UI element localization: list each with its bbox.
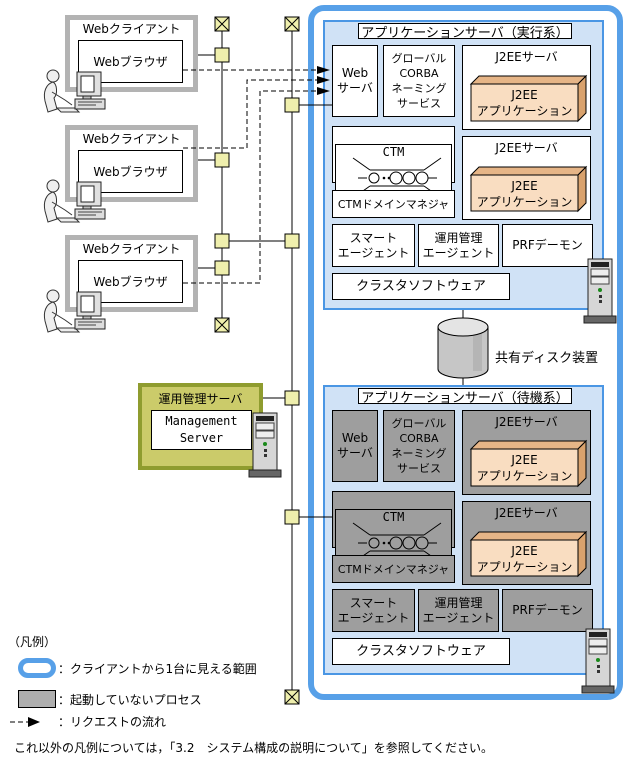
ctm-box: CTM — [332, 491, 455, 561]
j2ee-application-label: J2EE アプリケーション — [476, 452, 573, 483]
corba-naming-service-box: グローバル CORBA ネーミング サービス — [383, 410, 455, 482]
ctm-cluster-icon — [352, 522, 442, 561]
legend-item-boundary: ：クライアントから1台に見える範囲 — [58, 662, 257, 676]
legend-item-request-flow: ：リクエストの流れ — [58, 715, 167, 729]
panel-title: アプリケーションサーバ（実行系） — [358, 23, 572, 41]
management-server-box: 運用管理サーバ Management Server — [138, 383, 263, 470]
management-server-product-box: Management Server — [151, 410, 252, 450]
cluster-software-box: クラスタソフトウェア — [332, 638, 510, 665]
footnote-text: これ以外の凡例については，「3.2 システム構成の説明について」を参照してくださ… — [14, 741, 494, 755]
j2ee-server-title: J2EEサーバ — [495, 141, 558, 155]
web-client-title: Webクライアント — [82, 242, 181, 256]
j2ee-server-title: J2EEサーバ — [495, 506, 558, 520]
shared-disk-label: 共有ディスク装置 — [495, 351, 599, 366]
j2ee-application-label: J2EE アプリケーション — [476, 87, 573, 118]
j2ee-app-3d-box — [469, 74, 588, 123]
web-client-box-2: Webクライアント Webブラウザ — [65, 125, 198, 202]
ctm-cluster-icon — [352, 157, 442, 196]
ctm-label: CTM — [382, 145, 405, 159]
legend-inactive-sample — [18, 690, 56, 708]
j2ee-app-3d-box — [469, 530, 588, 578]
j2ee-server-box-2: J2EEサーバ J2EE アプリケーション — [462, 136, 591, 220]
ctm-inner-frame: CTM — [335, 509, 452, 561]
operation-agent-box: 運用管理 エージェント — [418, 224, 499, 267]
j2ee-app-3d-box — [469, 165, 588, 213]
prf-daemon-box: PRFデーモン — [502, 224, 593, 267]
smart-agent-box: スマート エージェント — [332, 224, 415, 267]
web-browser-box: Webブラウザ — [78, 150, 183, 193]
ctm-domain-manager-box: CTMドメインマネジャ — [332, 555, 455, 583]
app-server-standby-panel: アプリケーションサーバ（待機系） Web サーバ グローバル CORBA ネーミ… — [323, 385, 604, 675]
management-server-title: 運用管理サーバ — [158, 392, 243, 406]
j2ee-server-title: J2EEサーバ — [495, 415, 558, 429]
j2ee-application-label: J2EE アプリケーション — [476, 543, 573, 574]
web-client-box-1: Webクライアント Webブラウザ — [65, 15, 198, 92]
legend-title: （凡例） — [8, 635, 57, 649]
ctm-label: CTM — [382, 510, 405, 524]
j2ee-application-label: J2EE アプリケーション — [476, 178, 573, 209]
j2ee-server-title: J2EEサーバ — [495, 50, 558, 64]
single-system-boundary — [308, 5, 623, 700]
cluster-software-box: クラスタソフトウェア — [332, 273, 510, 300]
legend-boundary-sample — [18, 658, 56, 678]
web-client-title: Webクライアント — [82, 132, 181, 146]
web-browser-box: Webブラウザ — [78, 40, 183, 83]
web-server-box: Web サーバ — [332, 410, 378, 482]
web-client-box-3: Webクライアント Webブラウザ — [65, 235, 198, 312]
ctm-box: CTM — [332, 126, 455, 196]
network-terminator-x — [214, 16, 300, 705]
legend-item-inactive: ：起動していないプロセス — [58, 693, 202, 707]
web-browser-box: Webブラウザ — [78, 260, 183, 303]
panel-title: アプリケーションサーバ（待機系） — [358, 388, 572, 406]
j2ee-app-3d-box — [469, 439, 588, 488]
smart-agent-box: スマート エージェント — [332, 589, 415, 632]
ctm-inner-frame: CTM — [335, 144, 452, 196]
j2ee-server-box-2: J2EEサーバ J2EE アプリケーション — [462, 501, 591, 585]
web-client-title: Webクライアント — [82, 22, 181, 36]
app-server-active-panel: アプリケーションサーバ（実行系） Web サーバ グローバル CORBA ネーミ… — [323, 20, 604, 310]
j2ee-server-box-1: J2EEサーバ J2EE アプリケーション — [462, 45, 591, 130]
j2ee-server-box-1: J2EEサーバ J2EE アプリケーション — [462, 410, 591, 495]
ctm-domain-manager-box: CTMドメインマネジャ — [332, 190, 455, 218]
web-server-box: Web サーバ — [332, 45, 378, 117]
operation-agent-box: 運用管理 エージェント — [418, 589, 499, 632]
corba-naming-service-box: グローバル CORBA ネーミング サービス — [383, 45, 455, 117]
prf-daemon-box: PRFデーモン — [502, 589, 593, 632]
